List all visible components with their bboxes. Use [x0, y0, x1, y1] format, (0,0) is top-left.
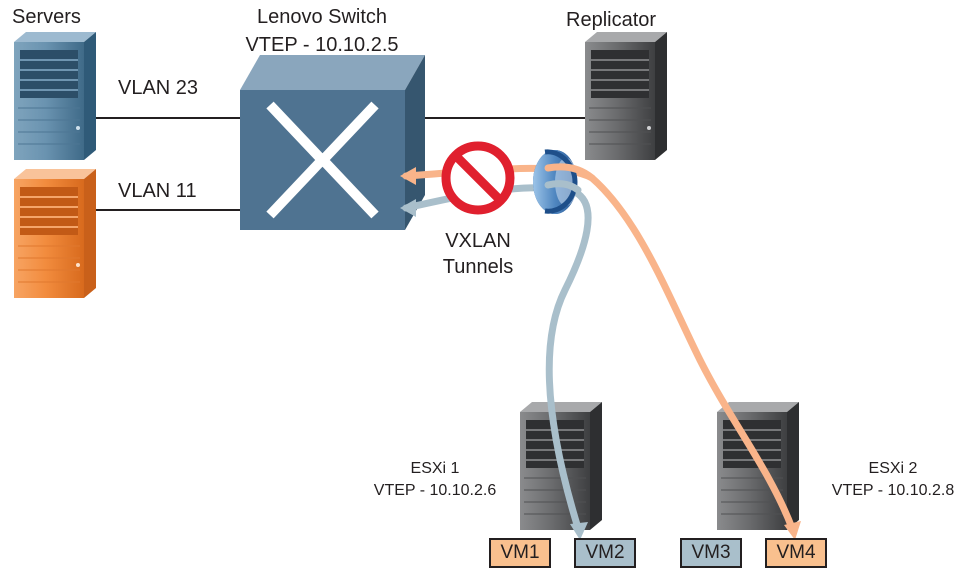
server-icon — [14, 169, 96, 298]
prohibited-icon — [441, 141, 515, 215]
server-icon — [14, 32, 96, 160]
vm4-box: VM4 — [765, 538, 827, 568]
switch-vtep-label: VTEP - 10.10.2.5 — [245, 34, 399, 56]
orange-arrow-switch — [400, 167, 416, 185]
switch-name-label: Lenovo Switch — [256, 6, 388, 28]
blue-arrow-vm2 — [570, 522, 588, 540]
orange-tunnel-path — [402, 164, 796, 532]
vlan11-label: VLAN 11 — [118, 180, 197, 202]
server-icon — [520, 402, 602, 530]
vm1-box: VM1 — [489, 538, 551, 568]
server-icon — [585, 32, 667, 160]
tunnels-label-line2: Tunnels — [442, 256, 514, 278]
esxi2-vtep-label: VTEP - 10.10.2.8 — [831, 482, 955, 499]
tunnels-label-line1: VXLAN — [445, 230, 511, 252]
vm3-box: VM3 — [680, 538, 742, 568]
servers-label: Servers — [12, 6, 81, 28]
vm2-box: VM2 — [574, 538, 636, 568]
esxi1-name-label: ESXi 1 — [410, 460, 460, 477]
switch-icon — [240, 55, 425, 230]
esxi1-vtep-label: VTEP - 10.10.2.6 — [373, 482, 497, 499]
blue-arrow-switch — [400, 199, 416, 217]
esxi2-name-label: ESXi 2 — [868, 460, 918, 477]
vlan23-label: VLAN 23 — [118, 77, 199, 99]
orange-arrow-vm4 — [784, 521, 801, 540]
replicator-label: Replicator — [566, 9, 657, 31]
